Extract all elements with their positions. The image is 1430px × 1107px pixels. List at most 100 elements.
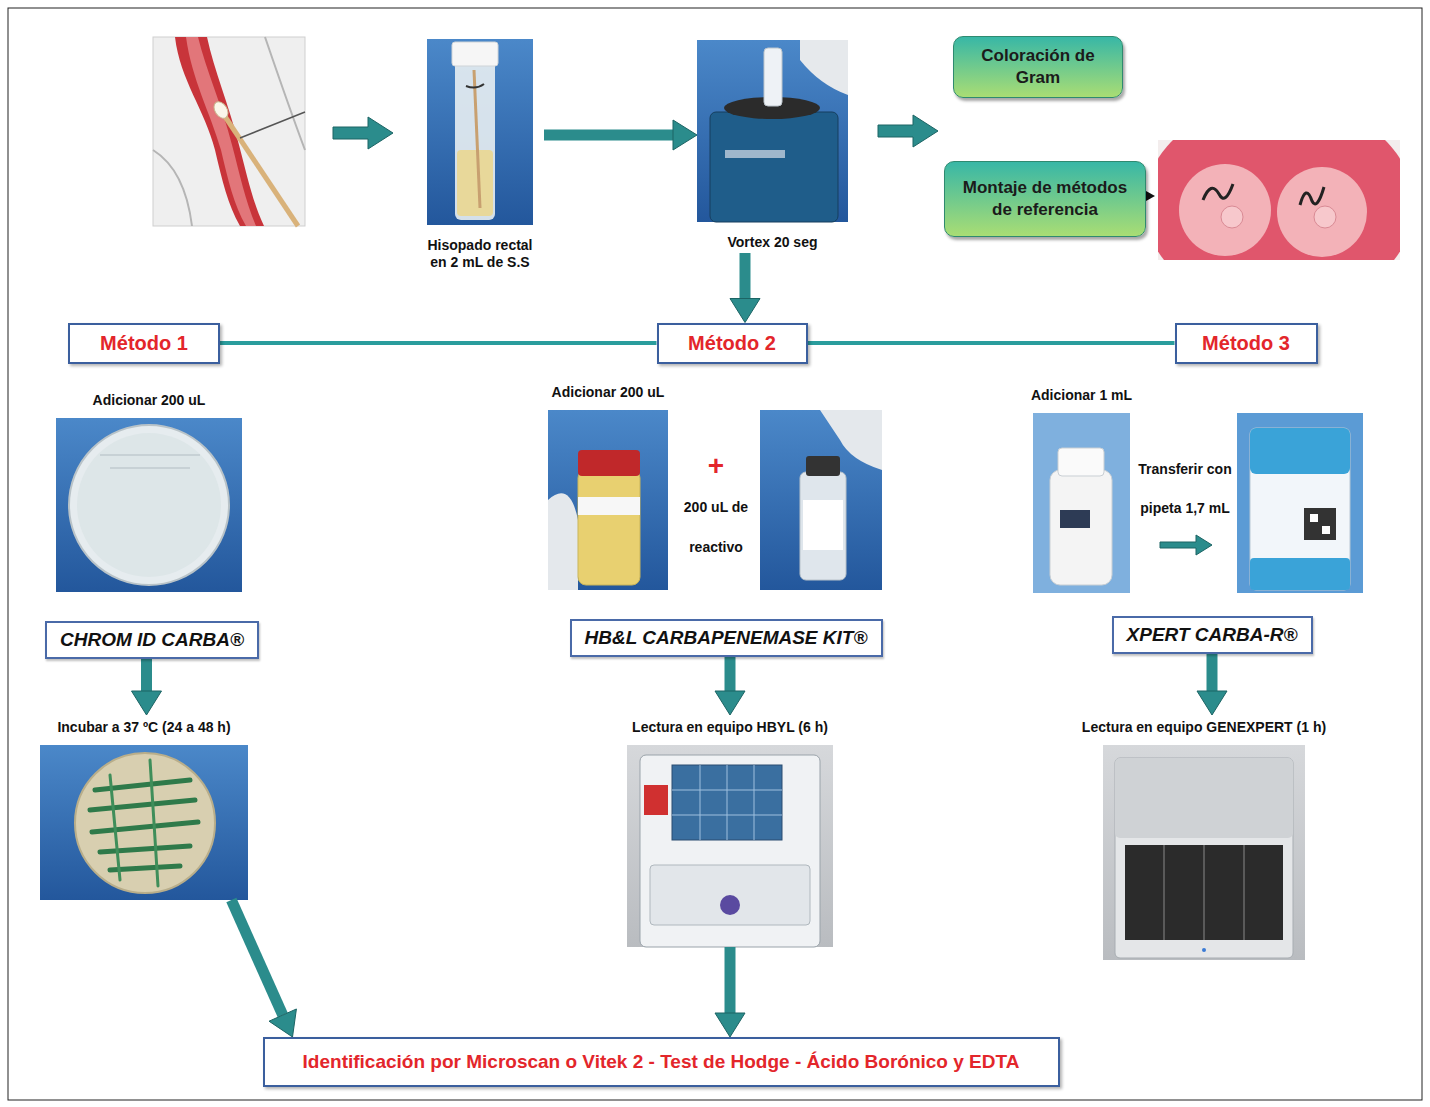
reagent-bottle-photo <box>760 410 882 590</box>
photo-step: Vortex 20 seg <box>697 40 848 253</box>
flow-arrow <box>132 659 162 715</box>
illustration-ground <box>153 37 305 226</box>
vortex-body <box>710 112 838 222</box>
method-box: Método 3 <box>1175 323 1318 364</box>
photo-ground <box>760 410 882 590</box>
inhibition-halo <box>1277 167 1367 257</box>
photo-caption: Adicionar 1 mL <box>1027 383 1136 413</box>
green-colonies <box>110 760 158 886</box>
petri-plate <box>69 425 229 585</box>
barcode-cell <box>1310 514 1318 522</box>
saline <box>457 150 493 216</box>
kit-name: CHROM ID CARBA® <box>60 629 244 651</box>
label-anchor: 200 uL de reactivo <box>674 487 758 567</box>
device-body <box>1115 758 1293 958</box>
result-box: Identificación por Microscan o Vitek 2 -… <box>263 1037 1060 1087</box>
anatomy-sketch <box>153 150 192 226</box>
vortex-plate <box>725 150 785 158</box>
kit-name: XPERT CARBA-R® <box>1127 624 1298 646</box>
power-light <box>1202 948 1206 952</box>
tube <box>455 60 495 220</box>
photo-ground <box>40 745 248 900</box>
connector-shaft <box>1207 654 1218 691</box>
kit-box: XPERT CARBA-R® <box>1112 616 1313 654</box>
step-box: Coloración de Gram <box>953 36 1123 98</box>
anatomy-illustration <box>153 37 305 226</box>
photo-caption: Hisopado rectal en 2 mL de S.S <box>416 225 544 273</box>
arrowhead <box>730 299 760 323</box>
method-box: Método 2 <box>657 323 808 364</box>
flow-arrow <box>878 115 938 147</box>
genexpert-photo <box>1103 745 1305 960</box>
antibiotic-disc <box>1314 206 1336 228</box>
reagent-bottle <box>800 472 846 580</box>
connector-shaft <box>740 253 751 299</box>
reagent-note: 200 uL de reactivo <box>674 487 758 567</box>
photo-step: Hisopado rectal en 2 mL de S.S <box>416 39 544 273</box>
arrowhead <box>715 1013 745 1037</box>
photo-ground <box>697 40 848 222</box>
bottle-tag <box>1060 510 1090 528</box>
kit-name: HB&L CARBAPENEMASE KIT® <box>585 627 868 649</box>
marker-scribble <box>1300 187 1324 205</box>
flow-arrow <box>715 947 745 1037</box>
device-top <box>1115 758 1293 838</box>
transfer-arrow <box>1160 535 1212 555</box>
branch-line <box>808 343 1175 344</box>
photo-ground <box>627 745 833 947</box>
bottle-tag <box>803 500 843 550</box>
module-panel <box>1125 845 1283 940</box>
barcode-cell <box>1322 526 1330 534</box>
connector-shaft <box>220 341 657 345</box>
photo-step: Adicionar 1 mL <box>1027 383 1137 593</box>
photo-step: Adicionar 200 uL <box>56 388 242 592</box>
cartridge <box>1250 428 1350 590</box>
bottle-cap <box>1058 448 1104 476</box>
photo-caption: Adicionar 200 uL <box>548 380 669 410</box>
photo-step: Adicionar 200 uL <box>548 380 669 590</box>
swab-tube-photo <box>427 39 533 225</box>
outer-frame <box>8 8 1422 1100</box>
step-text: Coloración de Gram <box>968 45 1108 89</box>
tube-cap <box>452 42 498 66</box>
flow-arrow <box>715 657 745 715</box>
rectum-shape <box>175 37 264 226</box>
agar <box>1158 140 1400 260</box>
connector-shaft <box>231 900 282 1015</box>
buffer-bottle <box>1050 470 1112 585</box>
photo-step: Incubar a 37 ºC (24 a 48 h) <box>40 715 248 900</box>
module-divider <box>1164 845 1244 940</box>
glove <box>800 40 848 95</box>
label-anchor: + <box>696 452 736 480</box>
flow-arrow <box>333 117 393 149</box>
petri-plate-inner <box>77 433 221 577</box>
chrom-plate-photo <box>56 418 242 592</box>
antibiotic-disc <box>1221 206 1243 228</box>
connector-shaft <box>544 130 673 141</box>
petri-plate <box>75 753 215 893</box>
grown-plate-photo <box>40 745 248 900</box>
step-box: Montaje de métodos de referencia <box>944 161 1146 237</box>
barcode <box>1304 508 1336 540</box>
branch-line <box>220 343 657 344</box>
arrowhead <box>132 691 162 715</box>
device-logo <box>644 785 668 815</box>
kit-box: CHROM ID CARBA® <box>45 621 259 659</box>
connector-shaft <box>725 947 736 1013</box>
method-title: Método 2 <box>688 332 776 355</box>
sample-vial-photo <box>548 410 668 590</box>
photo-ground <box>1103 745 1305 960</box>
arrowhead <box>673 120 697 150</box>
tube <box>764 48 782 106</box>
inhibition-halo <box>1179 164 1271 256</box>
anatomy-sketch <box>265 37 305 150</box>
photo-ground <box>548 410 668 590</box>
flow-arrow <box>730 253 760 323</box>
vial-band <box>578 497 640 515</box>
kit-box: HB&L CARBAPENEMASE KIT® <box>570 619 883 657</box>
photo-caption: Vortex 20 seg <box>723 222 821 253</box>
rectum-inner <box>186 37 256 226</box>
result-text: Identificación por Microscan o Vitek 2 -… <box>303 1051 1020 1073</box>
